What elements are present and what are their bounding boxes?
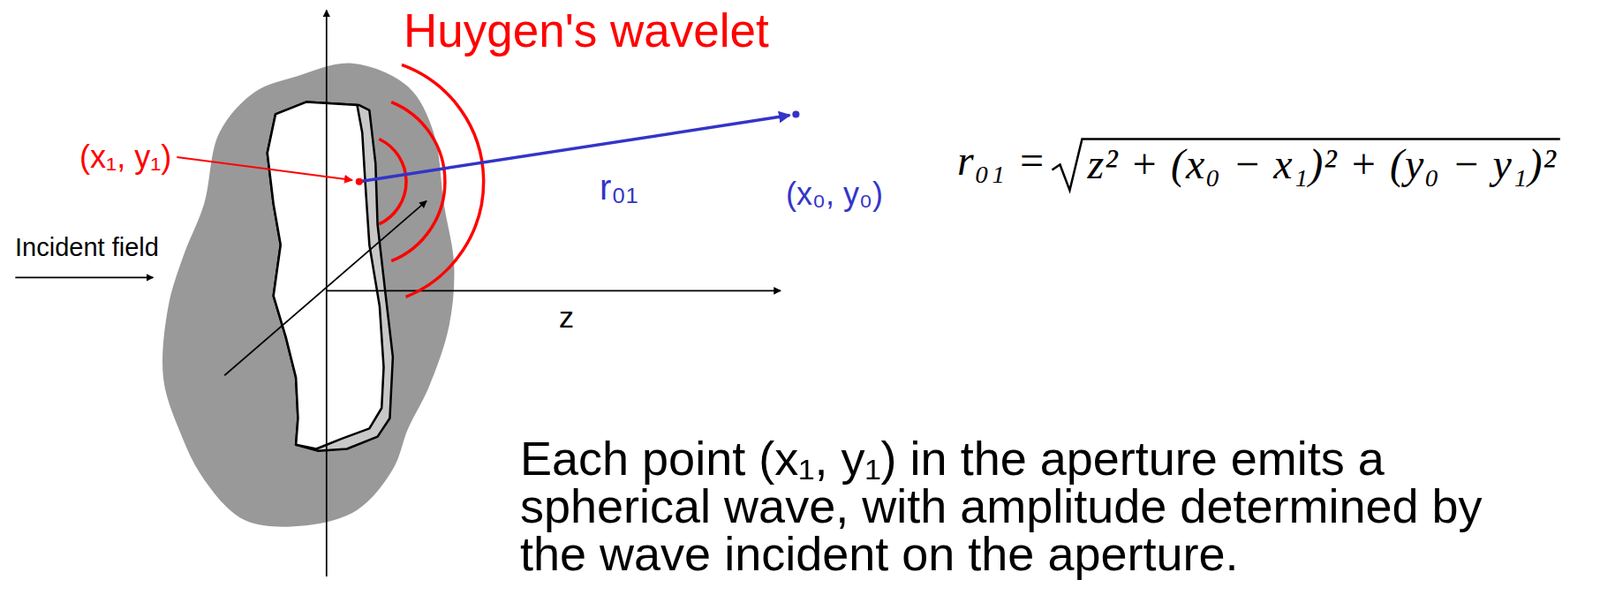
source-point	[355, 178, 363, 186]
description-note: Each point (x₁, y₁) in the aperture emit…	[520, 434, 1518, 578]
title-label: Huygen's wavelet	[403, 4, 770, 59]
x-axis	[224, 201, 427, 377]
radical-sign	[1051, 138, 1560, 190]
z-axis	[326, 289, 781, 292]
wavelet-arc	[391, 102, 446, 262]
equation-lhs: r₀₁ =	[957, 135, 1047, 185]
axis-note: Incident field	[15, 233, 159, 263]
leader-line	[176, 157, 353, 181]
wavelet-arc	[378, 139, 407, 225]
point-label: (x₁, y₁)	[79, 138, 172, 175]
aperture	[267, 102, 385, 450]
point-label: (x₀, y₀)	[785, 175, 884, 212]
distance-label: r₀₁	[599, 166, 638, 208]
wavelet-arc	[401, 64, 484, 297]
axis-label: z	[558, 300, 574, 335]
distance-vector	[359, 115, 791, 182]
y-axis	[325, 10, 328, 577]
equation-radicand: z² + (x₀ − x₁)² + (y₀ − y₁)²	[1086, 139, 1556, 189]
incident-arrow	[15, 276, 153, 279]
aperture-rim	[267, 102, 393, 452]
observation-point	[792, 110, 800, 118]
